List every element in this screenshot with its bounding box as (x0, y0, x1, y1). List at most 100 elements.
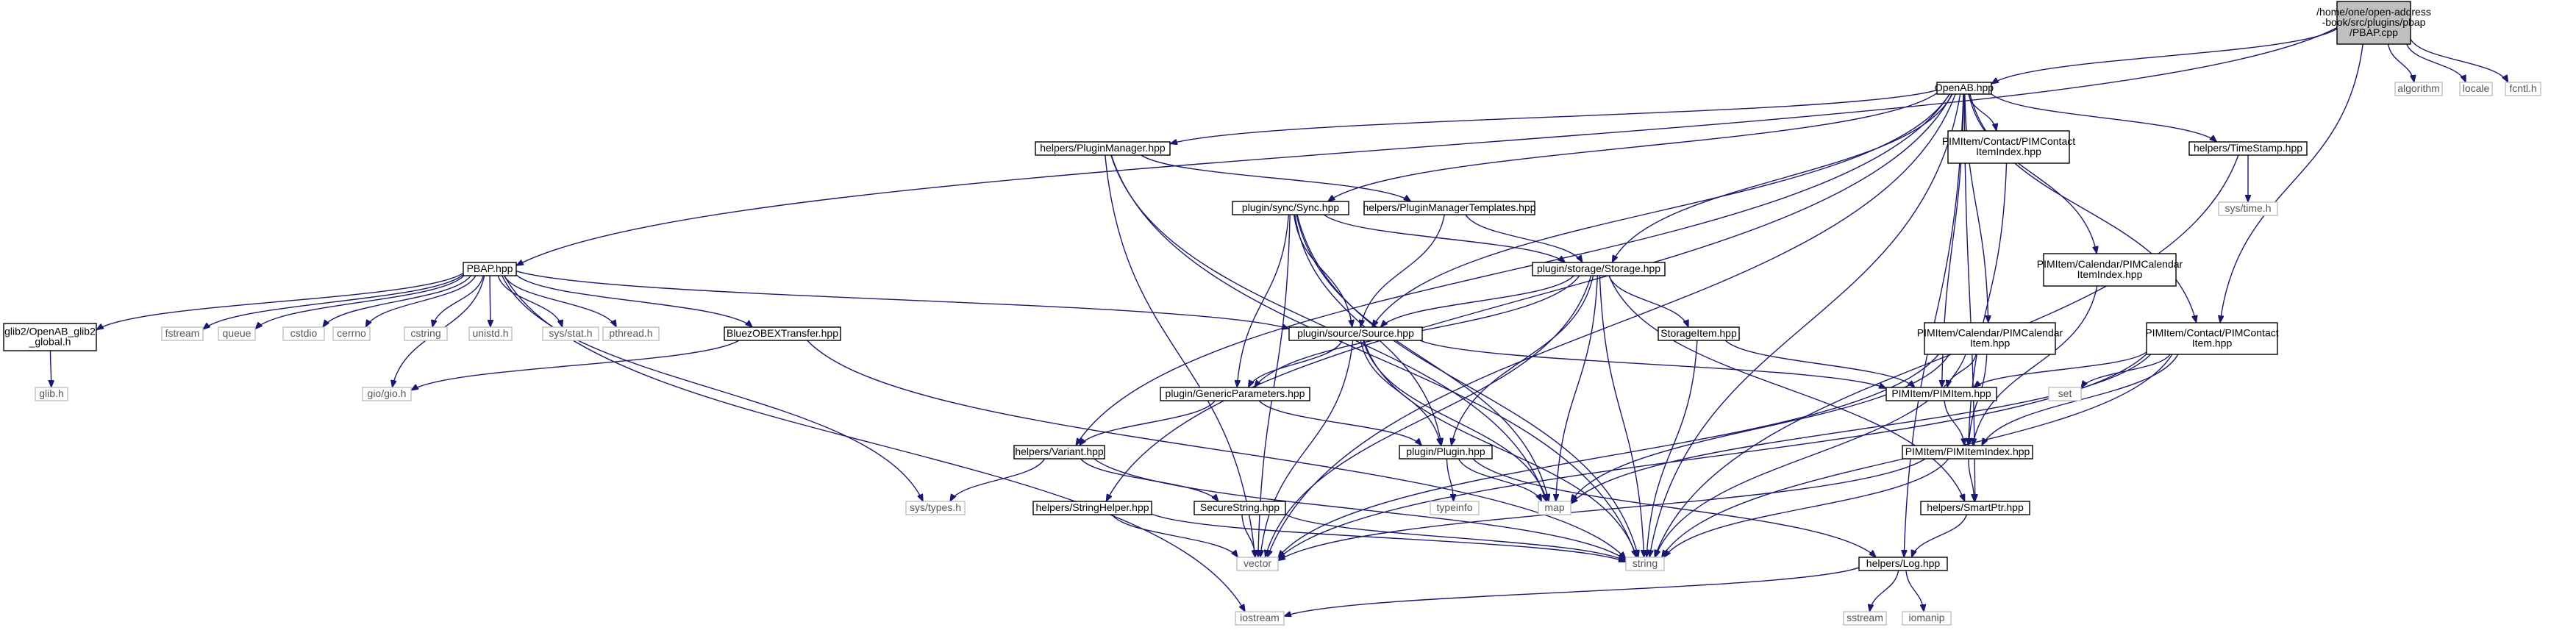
edge-pbap_cpp-to-algorithm (2387, 43, 2414, 82)
edge-sync-to-generic (1237, 214, 1290, 387)
edge-pmtemplates-to-source (1360, 214, 1445, 327)
node-box (282, 326, 325, 341)
node-locale: locale (2459, 82, 2493, 96)
edge-pbap_hpp-to-queue (255, 275, 465, 329)
node-label: unistd.h (472, 327, 508, 339)
node-box (362, 387, 412, 401)
node-box (2336, 1, 2411, 45)
node-label: sys/time.h (2224, 202, 2271, 214)
node-box (1658, 326, 1740, 341)
edge-stringhelper-to-vector (1111, 514, 1238, 557)
node-generic[interactable]: plugin/GenericParameters.hpp (1160, 387, 1310, 401)
node-label: typeinfo (1436, 501, 1472, 513)
node-box (1235, 611, 1285, 626)
node-pimitem[interactable]: PIMItem/PIMItem.hpp (1885, 387, 1997, 401)
node-label: BluezOBEXTransfer.hpp (727, 327, 838, 339)
edge-storage-to-storageitem (1608, 275, 1689, 327)
node-label: plugin/storage/Storage.hpp (1537, 262, 1660, 274)
node-bluez[interactable]: BluezOBEXTransfer.hpp (724, 326, 841, 341)
edge-pbap_hpp-to-pthread (504, 275, 617, 327)
node-label: plugin/Plugin.hpp (1406, 446, 1485, 457)
node-box (218, 326, 256, 341)
node-pimitemindex[interactable]: PIMItem/PIMItemIndex.hpp (1902, 445, 2033, 459)
node-plugin[interactable]: plugin/Plugin.hpp (1399, 445, 1493, 459)
node-box (1936, 82, 1992, 95)
node-label: PIMItem/PIMItem.hpp (1891, 387, 1991, 399)
node-label: pthread.h (609, 327, 652, 339)
edge-source-to-pimitem (1419, 340, 1886, 389)
node-storageitem[interactable]: StorageItem.hpp (1658, 326, 1740, 341)
edge-plugin-to-map (1458, 458, 1543, 501)
node-fcntl: fcntl.h (2505, 82, 2541, 96)
edge-securestring-to-vector (1241, 514, 1255, 557)
edge-log-to-iomanip (1905, 570, 1924, 612)
node-openab[interactable]: OpenAB.hpp (1935, 82, 1994, 95)
node-box (1920, 501, 2030, 515)
node-box (1013, 445, 1105, 459)
edge-sync-to-vector (1258, 214, 1291, 557)
node-box (1538, 501, 1571, 515)
node-box (2048, 387, 2082, 401)
node-pthread: pthread.h (602, 326, 660, 341)
node-box (724, 326, 841, 341)
edge-timestamp-to-string (1655, 154, 2239, 557)
node-label: Item.hpp (1970, 337, 2011, 349)
edge-openab-to-calindex (1968, 93, 2097, 254)
node-box (1843, 611, 1887, 626)
edge-storage-to-source (1380, 275, 1574, 327)
node-variant[interactable]: helpers/Variant.hpp (1013, 445, 1105, 459)
node-smartptr[interactable]: helpers/SmartPtr.hpp (1920, 501, 2030, 515)
node-label: PIMItem/Calendar/PIMCalendar (2037, 258, 2183, 270)
node-pbap_hpp[interactable]: PBAP.hpp (463, 262, 517, 276)
edge-pbap_cpp-to-openab (1991, 28, 2338, 84)
node-box (1288, 326, 1423, 341)
node-box (1232, 201, 1349, 215)
node-sync[interactable]: plugin/sync/Sync.hpp (1232, 201, 1349, 215)
edge-pbap_hpp-to-cerrno (365, 275, 477, 327)
node-label: string (1633, 557, 1658, 569)
node-pluginmanager[interactable]: helpers/PluginManager.hpp (1035, 141, 1171, 156)
node-label: vector (1244, 557, 1271, 569)
node-box (542, 326, 599, 341)
node-queue: queue (218, 326, 256, 341)
edge-calitem-to-vector (1278, 354, 1939, 557)
node-sstream: sstream (1843, 611, 1887, 626)
node-label: PIMItem/Calendar/PIMCalendar (1917, 327, 2063, 339)
node-label: iostream (1240, 612, 1280, 623)
edge-plugin-to-typeinfo (1446, 458, 1453, 501)
edge-pbap_cpp-to-fcntl (2410, 38, 2508, 82)
node-box (1236, 557, 1279, 571)
node-storage[interactable]: plugin/storage/Storage.hpp (1532, 262, 1666, 276)
edge-calindex-to-pimitemindex (1973, 285, 2098, 446)
node-box (2394, 82, 2443, 96)
node-calindex[interactable]: PIMItem/Calendar/PIMCalendarItemIndex.hp… (2037, 253, 2183, 287)
edge-pluginmanager-to-pmtemplates (1141, 154, 1411, 201)
node-iostream: iostream (1235, 611, 1285, 626)
edge-storage-to-plugin (1452, 275, 1594, 446)
node-box (2146, 322, 2278, 355)
edge-pbap_hpp-to-cstdio (323, 275, 471, 327)
node-box (2459, 82, 2493, 96)
edge-pbap_hpp-to-fstream (203, 274, 464, 330)
node-label: /PBAP.cpp (2350, 26, 2398, 38)
node-source[interactable]: plugin/source/Source.hpp (1288, 326, 1423, 341)
node-stringhelper[interactable]: helpers/StringHelper.hpp (1032, 501, 1152, 515)
node-label: glib.h (39, 387, 63, 399)
edge-pmtemplates-to-storage (1465, 214, 1583, 262)
node-pbap_cpp[interactable]: /home/one/open-address-book/src/plugins/… (2316, 1, 2431, 45)
edge-generic-to-variant (1080, 400, 1216, 446)
edge-pluginmanager-to-string (1110, 154, 1636, 557)
node-glib2global[interactable]: glib2/OpenAB_glib2_global.h (3, 323, 97, 351)
node-pmtemplates[interactable]: helpers/PluginManagerTemplates.hpp (1363, 201, 1536, 215)
node-label: sys/types.h (910, 501, 961, 513)
edge-source-to-map (1363, 340, 1547, 501)
node-timestamp[interactable]: helpers/TimeStamp.hpp (2188, 141, 2308, 156)
edge-pbap_hpp-to-systypes (502, 275, 924, 501)
edge-storage-to-string (1599, 275, 1644, 557)
node-log[interactable]: helpers/Log.hpp (1858, 557, 1948, 571)
node-box (1924, 322, 2056, 355)
node-securestring[interactable]: SecureString.hpp (1194, 501, 1286, 515)
